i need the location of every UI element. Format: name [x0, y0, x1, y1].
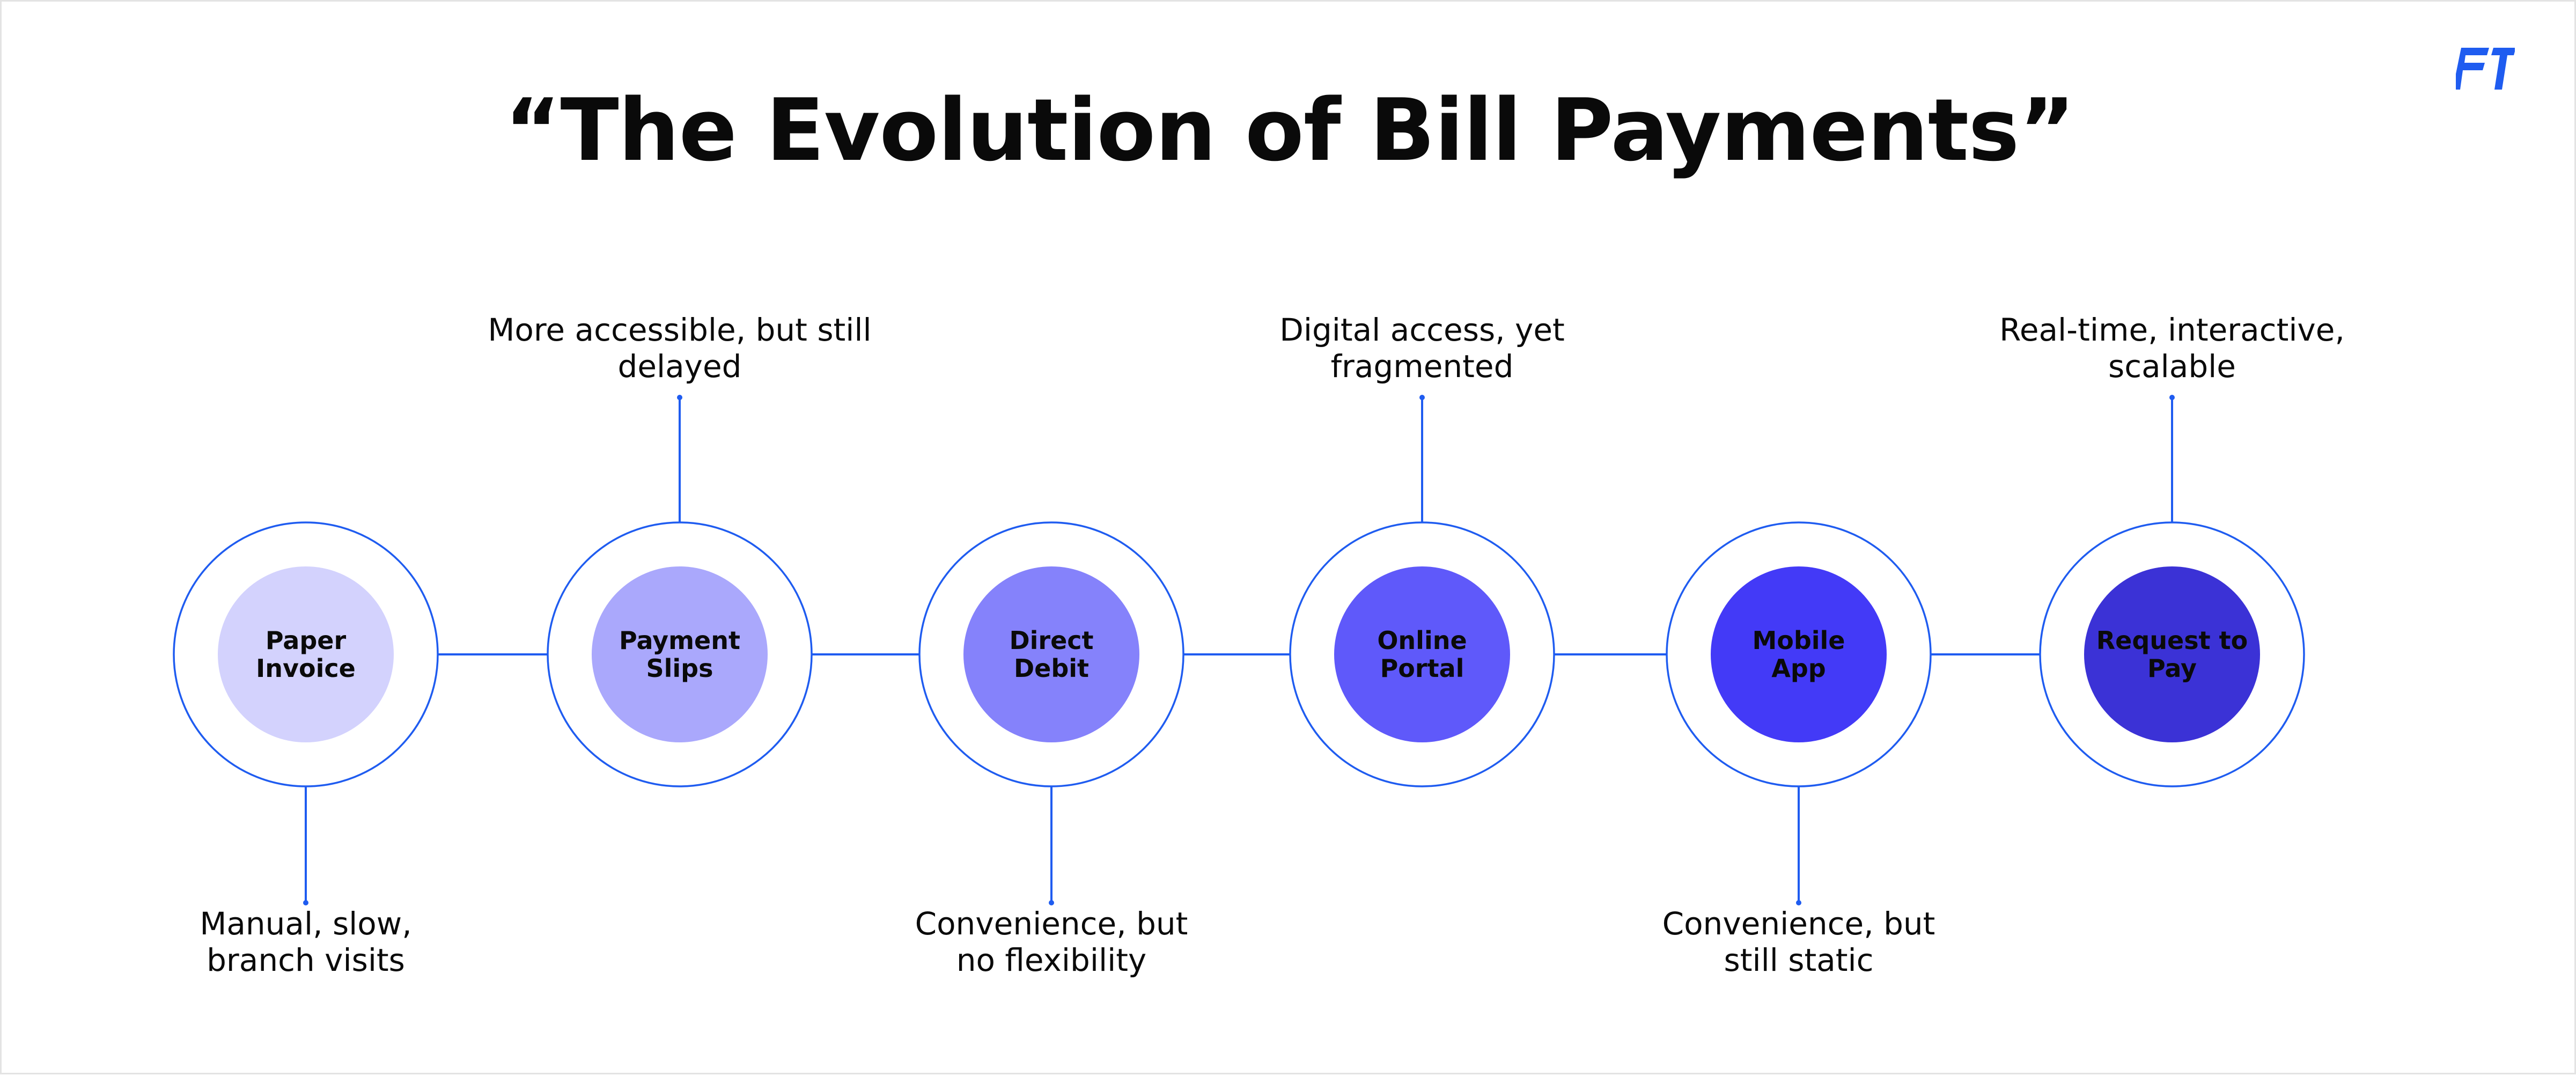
stage-label-line: Online — [1377, 626, 1467, 655]
stage-inner-circle — [592, 566, 768, 742]
stage-label-line: Paper — [266, 626, 347, 655]
stage-note-line: scalable — [2108, 348, 2236, 385]
stage-note-line: delayed — [617, 348, 742, 385]
stage-label-line: Pay — [2147, 654, 2197, 683]
stage-label-line: Payment — [619, 626, 740, 655]
callout-dot — [1796, 900, 1801, 905]
stage-note-request-to-pay: Real-time, interactive,scalable — [1931, 312, 2413, 385]
stage-note-line: branch visits — [207, 942, 405, 978]
stage-note-line: still static — [1724, 942, 1874, 978]
callout-dot — [2169, 395, 2175, 400]
callout-dot — [303, 900, 308, 905]
stage-label-line: Portal — [1380, 654, 1464, 683]
stage-label-line: Slips — [646, 654, 713, 683]
callout-dot — [1049, 900, 1054, 905]
stage-note-line: Convenience, but — [915, 905, 1188, 942]
stage-label-line: Debit — [1014, 654, 1089, 683]
page-title: “The Evolution of Bill Payments” — [504, 80, 2075, 180]
stage-label-line: Request to — [2096, 626, 2248, 655]
stage-label-line: Invoice — [256, 654, 356, 683]
stage-inner-circle — [218, 566, 394, 742]
stage-label-line: Direct — [1009, 626, 1093, 655]
stage-note-line: Digital access, yet — [1279, 312, 1565, 348]
stage-label-line: Mobile — [1752, 626, 1845, 655]
stage-note-line: fragmented — [1330, 348, 1514, 385]
stage-note-line: Manual, slow, — [200, 905, 412, 942]
stage-note-line: Convenience, but — [1662, 905, 1935, 942]
callout-dot — [1419, 395, 1425, 400]
stage-inner-circle — [1711, 566, 1887, 742]
stage-note-line: no flexibility — [956, 942, 1147, 978]
stage-inner-circle — [1334, 566, 1510, 742]
stage-inner-circle — [963, 566, 1139, 742]
stage-note-line: Real-time, interactive, — [1999, 312, 2345, 348]
stage-label-line: App — [1771, 654, 1826, 683]
ft-logo-icon — [2456, 48, 2515, 90]
stage-note-paper-invoice: Manual, slow,branch visits — [64, 905, 547, 978]
stage-inner-circle — [2084, 566, 2260, 742]
stage-note-line: More accessible, but still — [488, 312, 872, 348]
callout-dot — [677, 395, 682, 400]
